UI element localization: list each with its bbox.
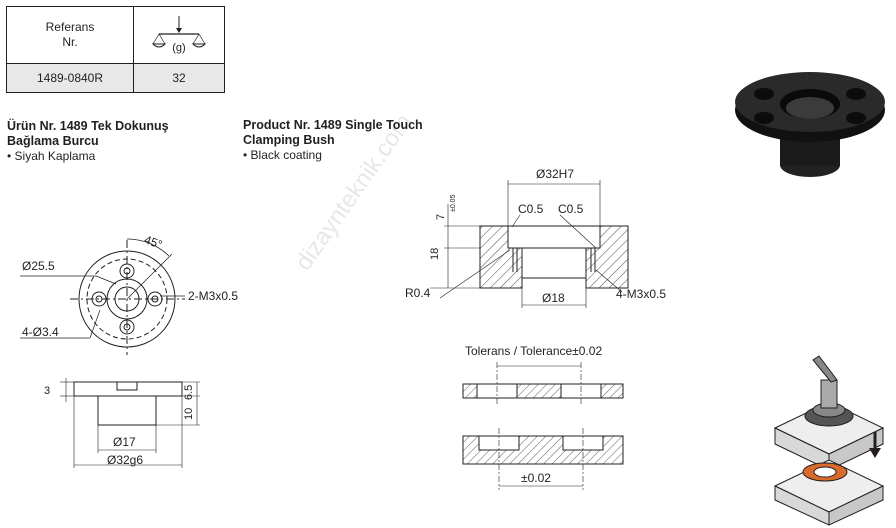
title-tr-bullet: • Siyah Kaplama [7, 149, 96, 163]
title-en-line2: Clamping Bush [243, 133, 335, 147]
inner-dia-label: Ø17 [113, 435, 136, 449]
title-turkish: Ürün Nr. 1489 Tek Dokunuş Bağlama Burcu … [7, 119, 169, 163]
hole-dia-label: Ø18 [542, 291, 565, 305]
scale-icon: (g) [151, 15, 207, 54]
thread-mid-label: 4-M3x0.5 [616, 287, 666, 301]
weight-unit: (g) [172, 42, 185, 54]
bolt-circle-label: Ø25.5 [22, 259, 55, 273]
bore-label: Ø32H7 [536, 167, 574, 181]
product-photo [735, 72, 885, 177]
top-height-label: 6.5 [183, 385, 195, 400]
reference-table: Referans Nr. (g) 1489-0840R 32 [6, 6, 225, 93]
title-tr-line2: Bağlama Burcu [7, 134, 99, 148]
outer-dia-label: Ø32g6 [107, 453, 143, 467]
height-label: 18 [429, 248, 441, 260]
tolerance-bottom-label: ±0.02 [521, 471, 551, 485]
tolerance-top-label: Tolerans / Tolerance±0.02 [465, 344, 602, 358]
header-weight: (g) [133, 6, 225, 64]
body-height-label: 10 [183, 408, 195, 420]
cell-reference: 1489-0840R [6, 63, 134, 93]
radius-label: R0.4 [405, 286, 431, 300]
title-en-bullet: • Black coating [243, 148, 322, 162]
depth-label: 7 [435, 214, 447, 220]
angle-label: 45° [142, 232, 164, 251]
holes-label: 4-Ø3.4 [22, 325, 59, 339]
cell-weight: 32 [133, 63, 225, 93]
title-english: Product Nr. 1489 Single Touch Clamping B… [243, 118, 423, 162]
header-reference: Referans Nr. [6, 6, 134, 64]
flange-height-label: 3 [44, 385, 50, 397]
drawing-mounting: Ø32H7 7 ±0.05 C0.5 C0.5 18 R0.4 Ø18 4-M3… [405, 167, 666, 308]
drawing-tolerance: Tolerans / Tolerance±0.02 ±0.02 [462, 344, 624, 490]
chamfer1-label: C0.5 [518, 202, 544, 216]
thread-label: 2-M3x0.5 [188, 289, 238, 303]
assembly-illustration [773, 355, 885, 526]
chamfer2-label: C0.5 [558, 202, 584, 216]
title-en-line1: Product Nr. 1489 Single Touch [243, 118, 423, 132]
title-tr-line1: Ürün Nr. 1489 Tek Dokunuş [7, 119, 169, 133]
depth-tolerance-label: ±0.05 [450, 194, 457, 212]
drawing-left: 45° Ø25.5 2-M3x0.5 4-Ø3.4 3 6.5 10 Ø17 Ø… [20, 232, 238, 468]
